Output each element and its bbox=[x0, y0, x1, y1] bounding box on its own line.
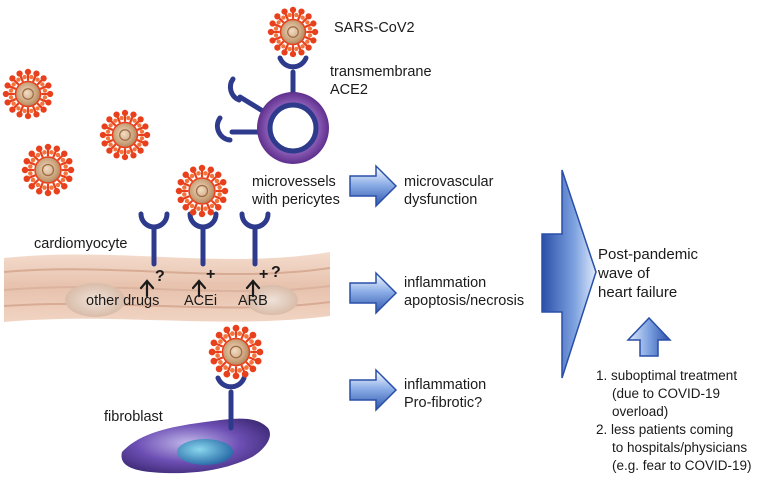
effect-2-line1: inflammation bbox=[404, 275, 487, 291]
virus-particle bbox=[267, 6, 319, 58]
microvessels-label-line2: with pericytes bbox=[252, 192, 340, 208]
nucleus-blob bbox=[246, 285, 298, 315]
arrow-fibrotic bbox=[349, 368, 398, 412]
drug-other-label: other drugs bbox=[86, 293, 160, 309]
effect-1-line1: microvascular bbox=[404, 174, 494, 190]
big-convergence-arrow bbox=[541, 169, 597, 379]
fibroblast-nucleus bbox=[177, 439, 233, 465]
arrow-inflammation bbox=[349, 271, 398, 315]
virus-label: SARS-CoV2 bbox=[334, 20, 415, 36]
sign-acei-plus: + bbox=[206, 266, 216, 283]
microvessels-label-line1: microvessels bbox=[252, 174, 336, 190]
sign-arb-plus: + bbox=[259, 266, 269, 283]
virus-particle bbox=[175, 164, 229, 218]
receptor-label-line1: transmembrane bbox=[330, 64, 432, 80]
sign-arb-question: ? bbox=[271, 264, 281, 281]
receptor-label-line2: ACE2 bbox=[330, 82, 368, 98]
up-arrow bbox=[626, 316, 672, 357]
effect-arrows bbox=[349, 164, 398, 412]
drug-arrows bbox=[139, 279, 261, 298]
cause-2-line2: to hospitals/physicians bbox=[612, 440, 748, 455]
outcome-line2: wave of bbox=[598, 265, 650, 282]
drug-arb-label: ARB bbox=[238, 293, 268, 309]
virus-particle bbox=[99, 109, 151, 161]
virus-group bbox=[2, 6, 319, 380]
effect-2-line2: apoptosis/necrosis bbox=[404, 293, 525, 309]
cause-1-line3: overload) bbox=[612, 404, 669, 419]
cause-1-line2: (due to COVID-19 bbox=[612, 386, 721, 401]
effect-1-line2: dysfunction bbox=[404, 192, 478, 208]
cause-1-line1: 1. suboptimal treatment bbox=[596, 368, 738, 383]
pericyte-ring bbox=[257, 92, 329, 164]
nucleus-blob bbox=[65, 283, 125, 317]
fibroblast-cell bbox=[121, 418, 270, 474]
arrow-microvascular bbox=[349, 164, 398, 208]
sign-other-question: ? bbox=[155, 268, 165, 285]
drug-acei-label: ACEi bbox=[184, 293, 218, 309]
virus-particle bbox=[2, 68, 54, 120]
effect-3-line2: Pro-fibrotic? bbox=[404, 395, 483, 411]
cardiomyocyte-cell bbox=[3, 252, 331, 322]
ace2-receptors bbox=[138, 55, 309, 431]
fibroblast-label: fibroblast bbox=[104, 409, 163, 425]
effect-3-line1: inflammation bbox=[404, 377, 487, 393]
cause-2-line3: (e.g. fear to COVID-19) bbox=[612, 458, 752, 473]
outcome-line1: Post-pandemic bbox=[598, 246, 699, 263]
outcome-line3: heart failure bbox=[598, 284, 678, 301]
virus-particle bbox=[21, 143, 75, 197]
cause-2-line1: 2. less patients coming bbox=[596, 422, 734, 437]
cardiomyocyte-label: cardiomyocyte bbox=[34, 236, 128, 252]
virus-particle bbox=[208, 324, 264, 380]
